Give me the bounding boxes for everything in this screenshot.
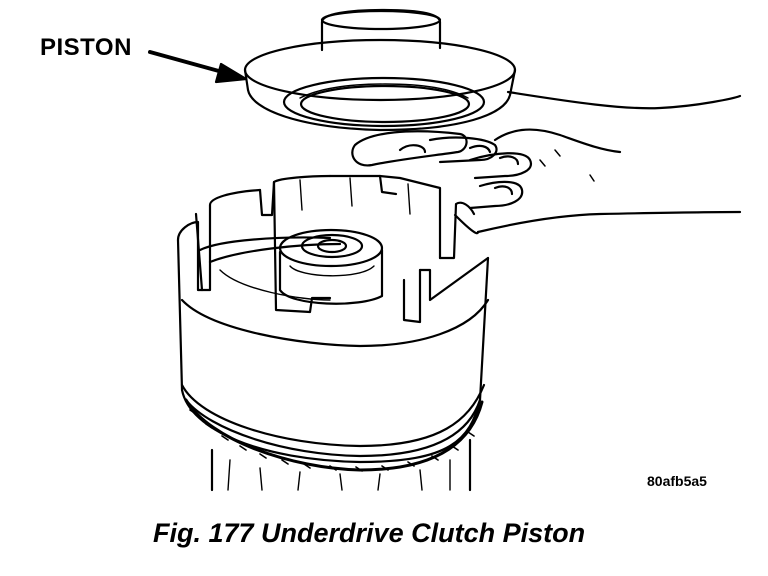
figure-code: 80afb5a5 — [647, 473, 707, 489]
piston-callout-label: PISTON — [40, 34, 132, 61]
hand-illustration — [351, 90, 742, 235]
callout-arrow — [148, 50, 248, 84]
figure-caption: Fig. 177 Underdrive Clutch Piston — [153, 518, 586, 548]
piston-illustration — [243, 8, 517, 132]
clutch-retainer-illustration — [176, 174, 490, 492]
